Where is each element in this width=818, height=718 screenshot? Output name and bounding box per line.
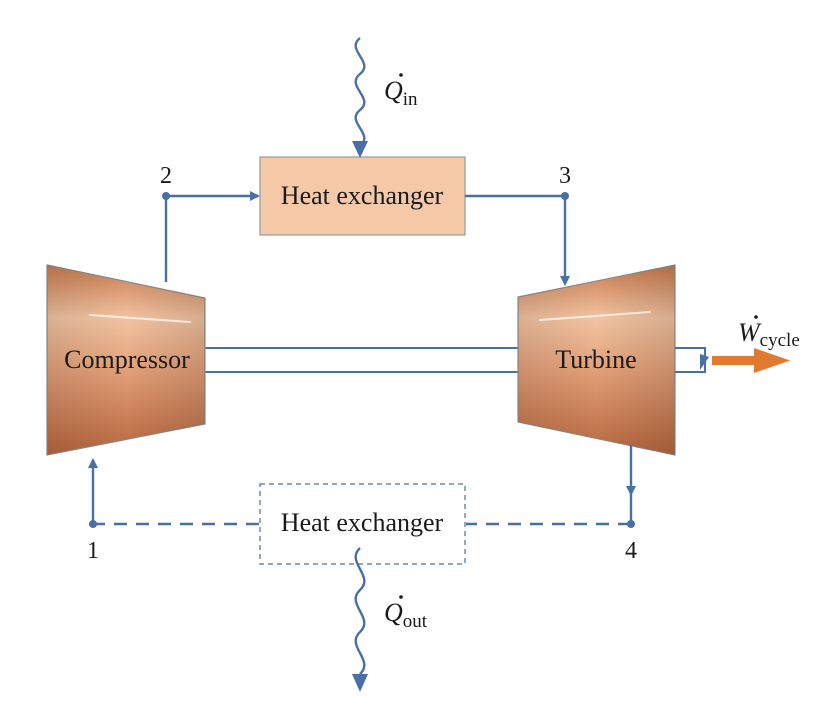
svg-text:Qout: Qout [384,598,428,632]
state-label-3: 3 [559,163,571,189]
heat-output-arrow [352,547,368,692]
state-label-1: 1 [87,538,99,564]
state-node-4 [627,520,635,528]
state-label-4: 4 [625,538,637,564]
turbine-label: Turbine [555,345,636,374]
q-in-label: Qin [384,73,418,110]
q-out-label: Qout [384,595,428,632]
state-node-3 [561,192,569,200]
heat-input-arrow [352,37,368,158]
compressor: Compressor [46,264,206,456]
svg-text:Qin: Qin [384,76,418,110]
work-output-label: Wcycle [738,315,800,351]
heat-exchanger-bottom: Heat exchanger [259,483,466,565]
compressor-label: Compressor [64,345,190,374]
state-label-2: 2 [160,163,172,189]
heat-exchanger-top: Heat exchanger [259,156,466,236]
q-in-subscript: in [403,89,418,110]
svg-text:Wcycle: Wcycle [738,318,800,351]
shaft [205,347,518,373]
turbine: Turbine [517,264,676,456]
heat-exchanger-bottom-label: Heat exchanger [281,508,444,537]
w-cycle-subscript: cycle [760,330,800,351]
w-cycle-symbol: W [738,318,762,347]
work-output-arrow [712,348,790,373]
q-out-dot [399,595,403,599]
q-in-symbol: Q [384,76,403,105]
state-node-1 [89,520,97,528]
shaft-output-coupling [675,347,709,373]
w-cycle-dot [754,315,758,319]
q-out-symbol: Q [384,598,403,627]
q-out-subscript: out [403,611,428,632]
q-in-dot [399,73,403,77]
state-node-2 [162,192,170,200]
heat-exchanger-top-label: Heat exchanger [281,181,444,210]
